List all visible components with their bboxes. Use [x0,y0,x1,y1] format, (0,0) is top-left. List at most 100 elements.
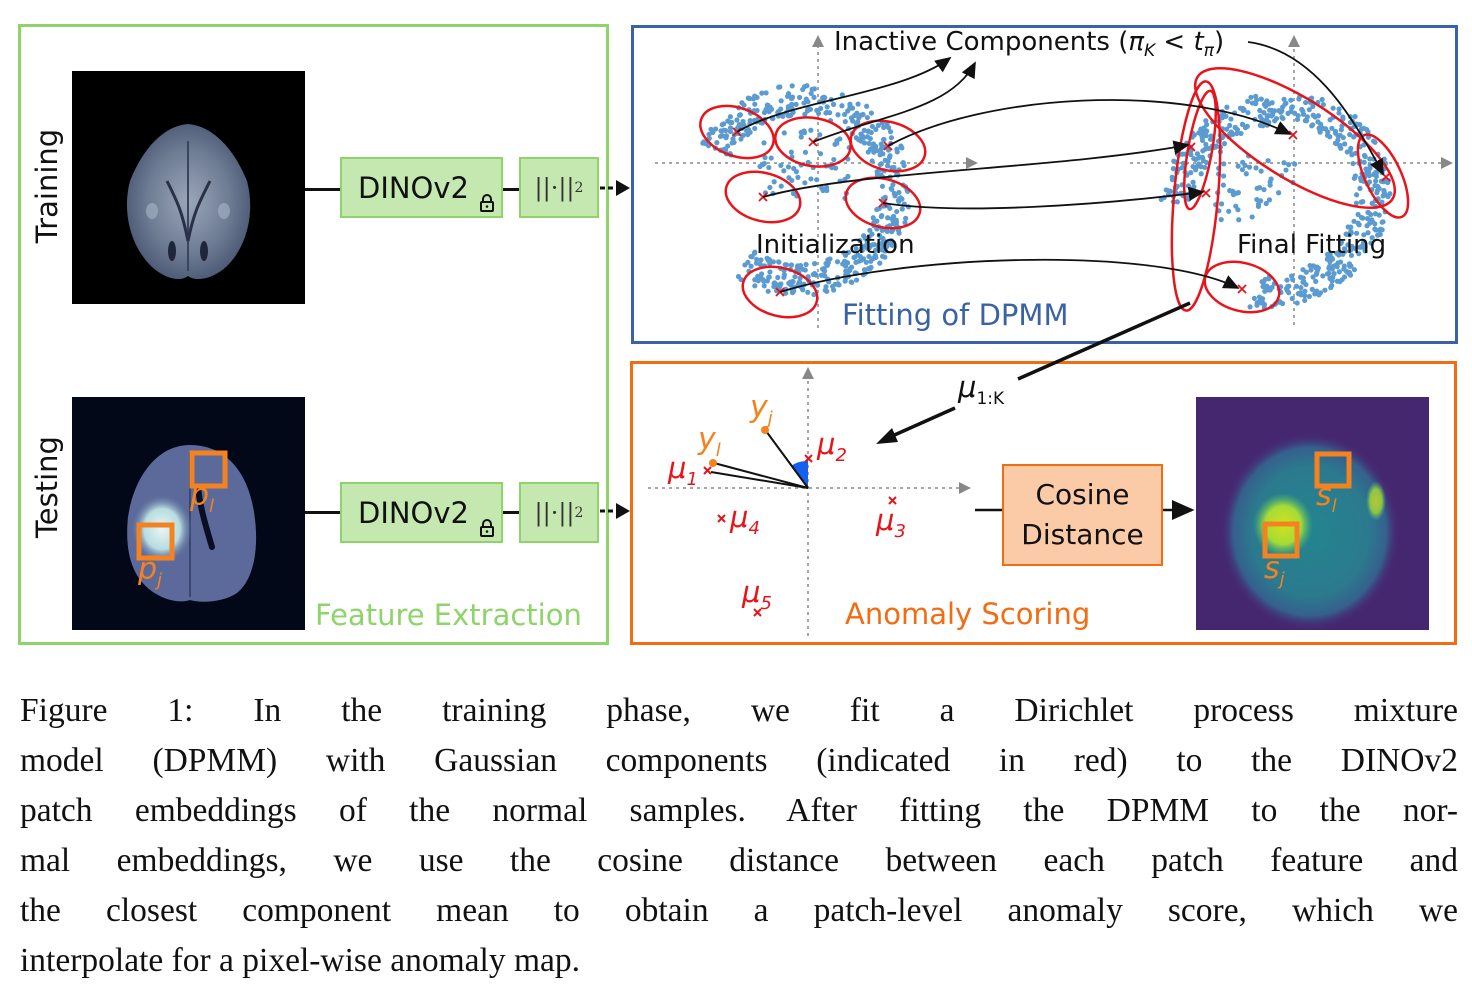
testing-mri-image [72,397,305,630]
data-point [817,151,824,157]
data-point [1308,267,1314,273]
data-point [1336,106,1342,112]
data-point [874,206,880,213]
vector-yl [713,462,809,489]
component-mean [1237,284,1247,294]
score-j-box [1262,521,1300,559]
data-point [1227,122,1233,129]
data-point [723,127,729,134]
data-point [745,127,751,133]
data-point [1314,288,1320,294]
data-point [1280,115,1286,122]
data-point [1228,116,1234,122]
testing-label: Testing [30,436,64,538]
data-point [867,146,874,152]
data-point [1265,158,1271,164]
data-point [781,168,787,174]
dinov2-encoder-testing: DINOv2 [340,482,503,543]
data-point [1300,267,1306,273]
data-point [811,291,817,298]
data-point [887,205,893,211]
data-point [1169,177,1176,183]
data-point [800,266,806,272]
component-mean [1288,130,1298,140]
data-point [801,130,808,136]
data-point [817,132,823,138]
data-point [1249,214,1255,220]
data-point [1248,94,1254,100]
data-point [1347,263,1353,269]
data-point [1246,164,1253,170]
data-point [1339,276,1345,283]
data-point [867,135,873,142]
data-point [1290,277,1296,283]
data-point [1342,248,1349,254]
data-point [1300,275,1306,281]
score-l-label: sl [1316,478,1337,517]
data-point [1369,235,1375,241]
data-point [810,271,816,278]
point-yl [709,459,717,467]
data-point [780,113,786,119]
data-point [890,213,897,219]
data-point [1229,129,1235,136]
data-point [1351,218,1357,224]
data-point [1338,239,1345,245]
data-point [708,126,714,132]
data-point [738,276,744,283]
connector-line [503,188,519,191]
data-point [1361,159,1367,165]
data-point [1320,273,1326,279]
data-point [1245,110,1251,116]
data-point [1285,110,1291,116]
data-point [1247,304,1253,310]
data-point [786,175,792,181]
data-point [1352,173,1358,179]
data-point [873,126,879,132]
data-point [789,101,795,107]
data-point [766,164,772,171]
patch-l-label: pl [190,478,215,517]
data-point [866,234,872,240]
data-point [894,208,900,215]
data-point [774,282,780,288]
data-point [1310,263,1317,269]
data-point [1198,126,1204,132]
data-point [873,143,879,150]
data-point [896,198,902,204]
feature-extraction-title: Feature Extraction [315,598,582,632]
data-point [1342,141,1348,147]
data-point [1240,159,1246,165]
data-point [1219,113,1225,120]
data-point [1258,96,1264,102]
cosine-line-2: Distance [1021,518,1144,551]
data-point [1319,96,1325,103]
data-point [1292,161,1298,167]
data-point [885,158,891,165]
caption-line: mal embeddings, we use the cosine distan… [20,842,1458,879]
connector-line [305,188,341,191]
data-point [1190,163,1196,170]
data-point [788,149,794,155]
data-point [866,245,872,251]
data-point [842,259,849,265]
data-point [853,135,859,141]
data-point [827,256,833,262]
data-point [864,103,870,109]
data-point [878,214,884,220]
data-point [900,160,906,166]
data-point [803,261,809,268]
data-point [824,104,830,110]
data-point [1306,107,1312,113]
data-point [891,190,897,196]
data-point [1289,295,1295,302]
data-point [811,86,817,92]
data-point [761,140,767,146]
data-point [714,140,720,146]
component-arrow [882,186,1205,210]
caption-line: patch embeddings of the normal samples. … [20,792,1458,829]
data-point [861,134,867,141]
data-point [1245,98,1251,104]
data-point [1221,161,1227,167]
data-point [1256,294,1263,300]
